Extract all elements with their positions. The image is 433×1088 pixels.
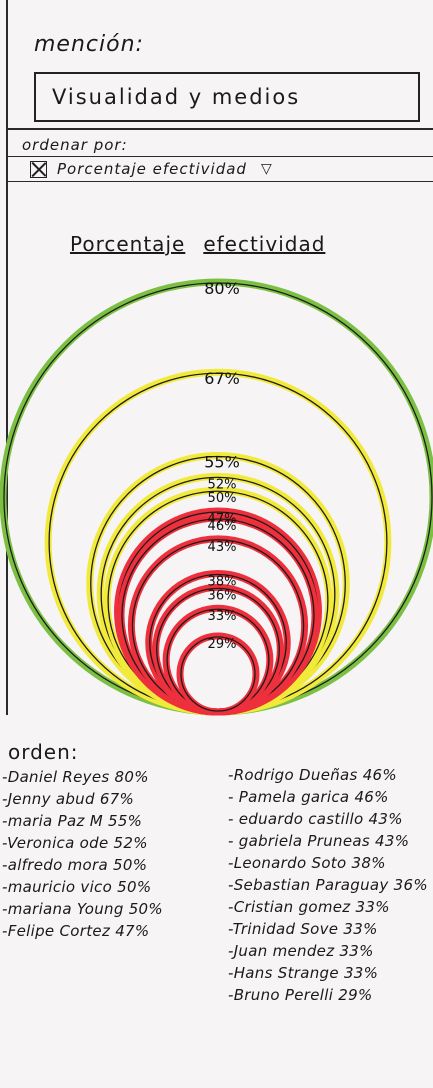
list-item: -Daniel Reyes 80% [2, 768, 149, 786]
data-label: 46% [208, 519, 237, 534]
left-margin-line [6, 0, 8, 715]
data-label: 29% [208, 637, 237, 652]
mention-value: Visualidad y medios [52, 85, 301, 109]
divider [6, 128, 433, 130]
sort-selected-value: Porcentaje efectividad [57, 160, 247, 178]
data-label: 55% [204, 453, 240, 472]
mention-label: mención: [34, 32, 144, 57]
list-item: -Bruno Perelli 29% [228, 986, 373, 1004]
list-item: - gabriela Pruneas 43% [228, 832, 410, 850]
data-label: 52% [208, 477, 237, 492]
list-item: -Sebastian Paraguay 36% [228, 876, 428, 894]
sort-label: ordenar por: [22, 136, 128, 154]
chart-title-word2: efectividad [203, 232, 326, 256]
list-item: -maria Paz M 55% [2, 812, 143, 830]
sort-dropdown[interactable]: Porcentaje efectividad ▽ [6, 156, 433, 182]
order-list-right: -Rodrigo Dueñas 46% - Pamela garica 46% - … [228, 764, 428, 1006]
data-label: 43% [208, 540, 237, 555]
list-item: -mariana Young 50% [2, 900, 163, 918]
order-title: orden: [8, 740, 79, 764]
data-label: 33% [208, 609, 237, 624]
chart-title: Porcentaje efectividad [70, 232, 343, 256]
list-item: -Hans Strange 33% [228, 964, 379, 982]
list-item: - Pamela garica 46% [228, 788, 389, 806]
concentric-circles-chart: 80% 67% 55% 52%50% 47%46% 43% 38%36% 33% 29% [0, 278, 433, 716]
list-item: -alfredo mora 50% [2, 856, 148, 874]
list-item: -Trinidad Sove 33% [228, 920, 378, 938]
list-item: -mauricio vico 50% [2, 878, 152, 896]
data-label: 80% [204, 279, 240, 298]
circle-mark [176, 632, 260, 716]
data-label: 47% [208, 512, 237, 527]
list-item: -Juan mendez 33% [228, 942, 374, 960]
triangle-down-icon[interactable]: ▽ [260, 161, 272, 177]
circle-outline [180, 636, 256, 712]
data-label: 38% [208, 575, 237, 590]
chart-title-word1: Porcentaje [70, 232, 186, 256]
data-label: 50% [208, 491, 237, 506]
list-item: -Jenny abud 67% [2, 790, 135, 808]
list-item: -Veronica ode 52% [2, 834, 148, 852]
list-item: -Cristian gomez 33% [228, 898, 390, 916]
list-item: -Rodrigo Dueñas 46% [228, 766, 397, 784]
mention-field[interactable]: Visualidad y medios [34, 72, 420, 122]
data-label: 36% [208, 588, 237, 603]
checkbox-icon[interactable] [30, 160, 47, 178]
list-item: - eduardo castillo 43% [228, 810, 403, 828]
order-list-left: -Daniel Reyes 80% -Jenny abud 67% -maria P… [2, 766, 163, 942]
list-item: -Leonardo Soto 38% [228, 854, 386, 872]
data-label: 67% [204, 369, 240, 388]
list-item: -Felipe Cortez 47% [2, 922, 150, 940]
